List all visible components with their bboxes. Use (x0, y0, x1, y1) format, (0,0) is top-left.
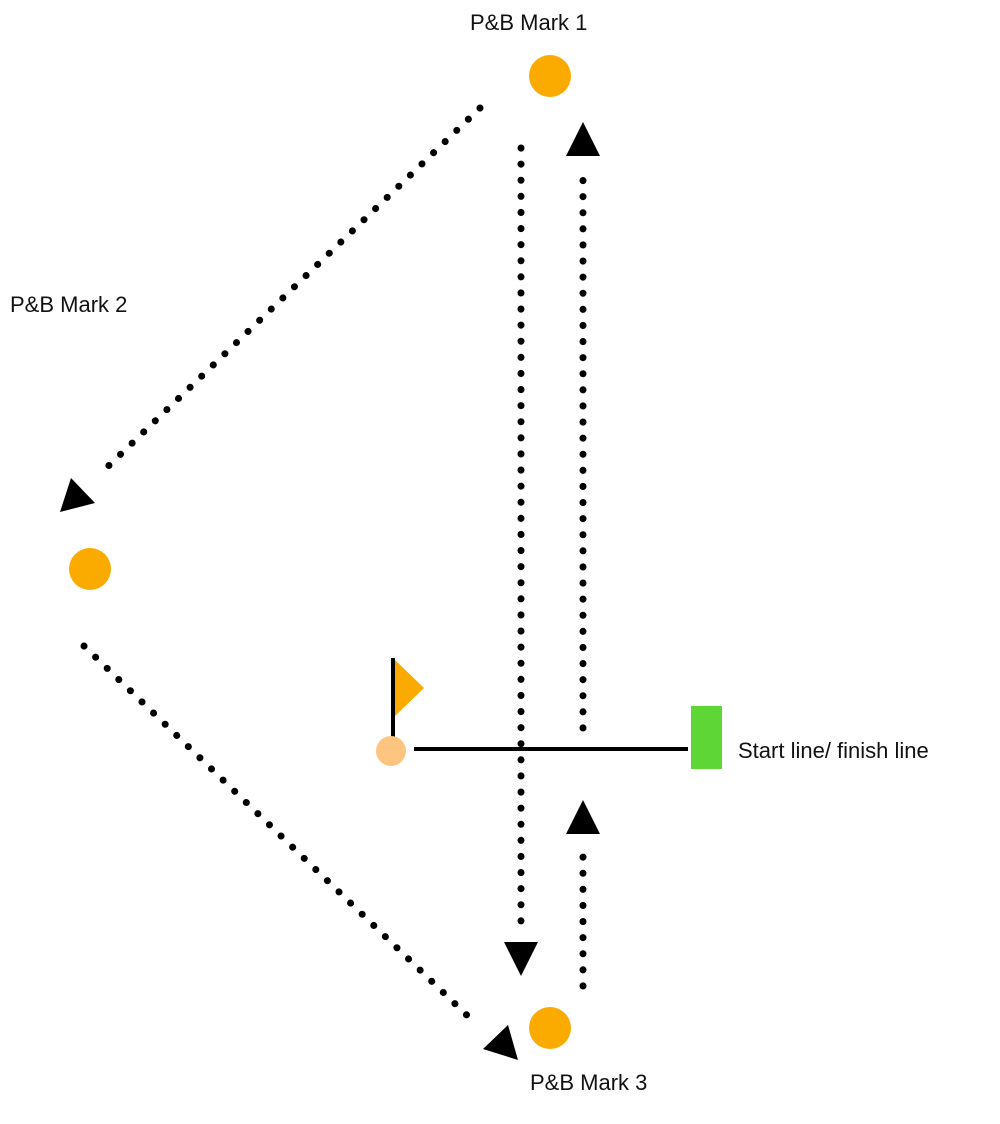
mark-1-buoy (529, 55, 571, 97)
route-leg-mark3-to-finish (566, 800, 600, 990)
route-leg-start-to-mark1 (566, 122, 600, 732)
mark-2-label: P&B Mark 2 (10, 292, 128, 317)
route-leg-mark2-to-mark3 (80, 642, 518, 1060)
pin-end-marker (691, 706, 722, 769)
mark-3-label: P&B Mark 3 (530, 1070, 648, 1095)
flag-icon (395, 660, 424, 716)
route-leg-mark1-to-mark2 (60, 104, 484, 512)
arrow-head-down-to-mark-3 (504, 942, 538, 976)
route-leg-mark1-to-mark3 (504, 144, 538, 976)
arrow-head-toward-mark-3 (483, 1025, 518, 1060)
mark-1-label: P&B Mark 1 (470, 10, 588, 35)
mark-3-buoy (529, 1007, 571, 1049)
mark-2-buoy (69, 548, 111, 590)
start-finish-line-label: Start line/ finish line (738, 738, 929, 763)
arrow-head-up-to-finish (566, 800, 600, 834)
committee-boat (376, 658, 424, 766)
committee-boat-buoy (376, 736, 406, 766)
arrow-head-up-to-mark-1 (566, 122, 600, 156)
arrow-head-toward-mark-2 (60, 478, 95, 512)
